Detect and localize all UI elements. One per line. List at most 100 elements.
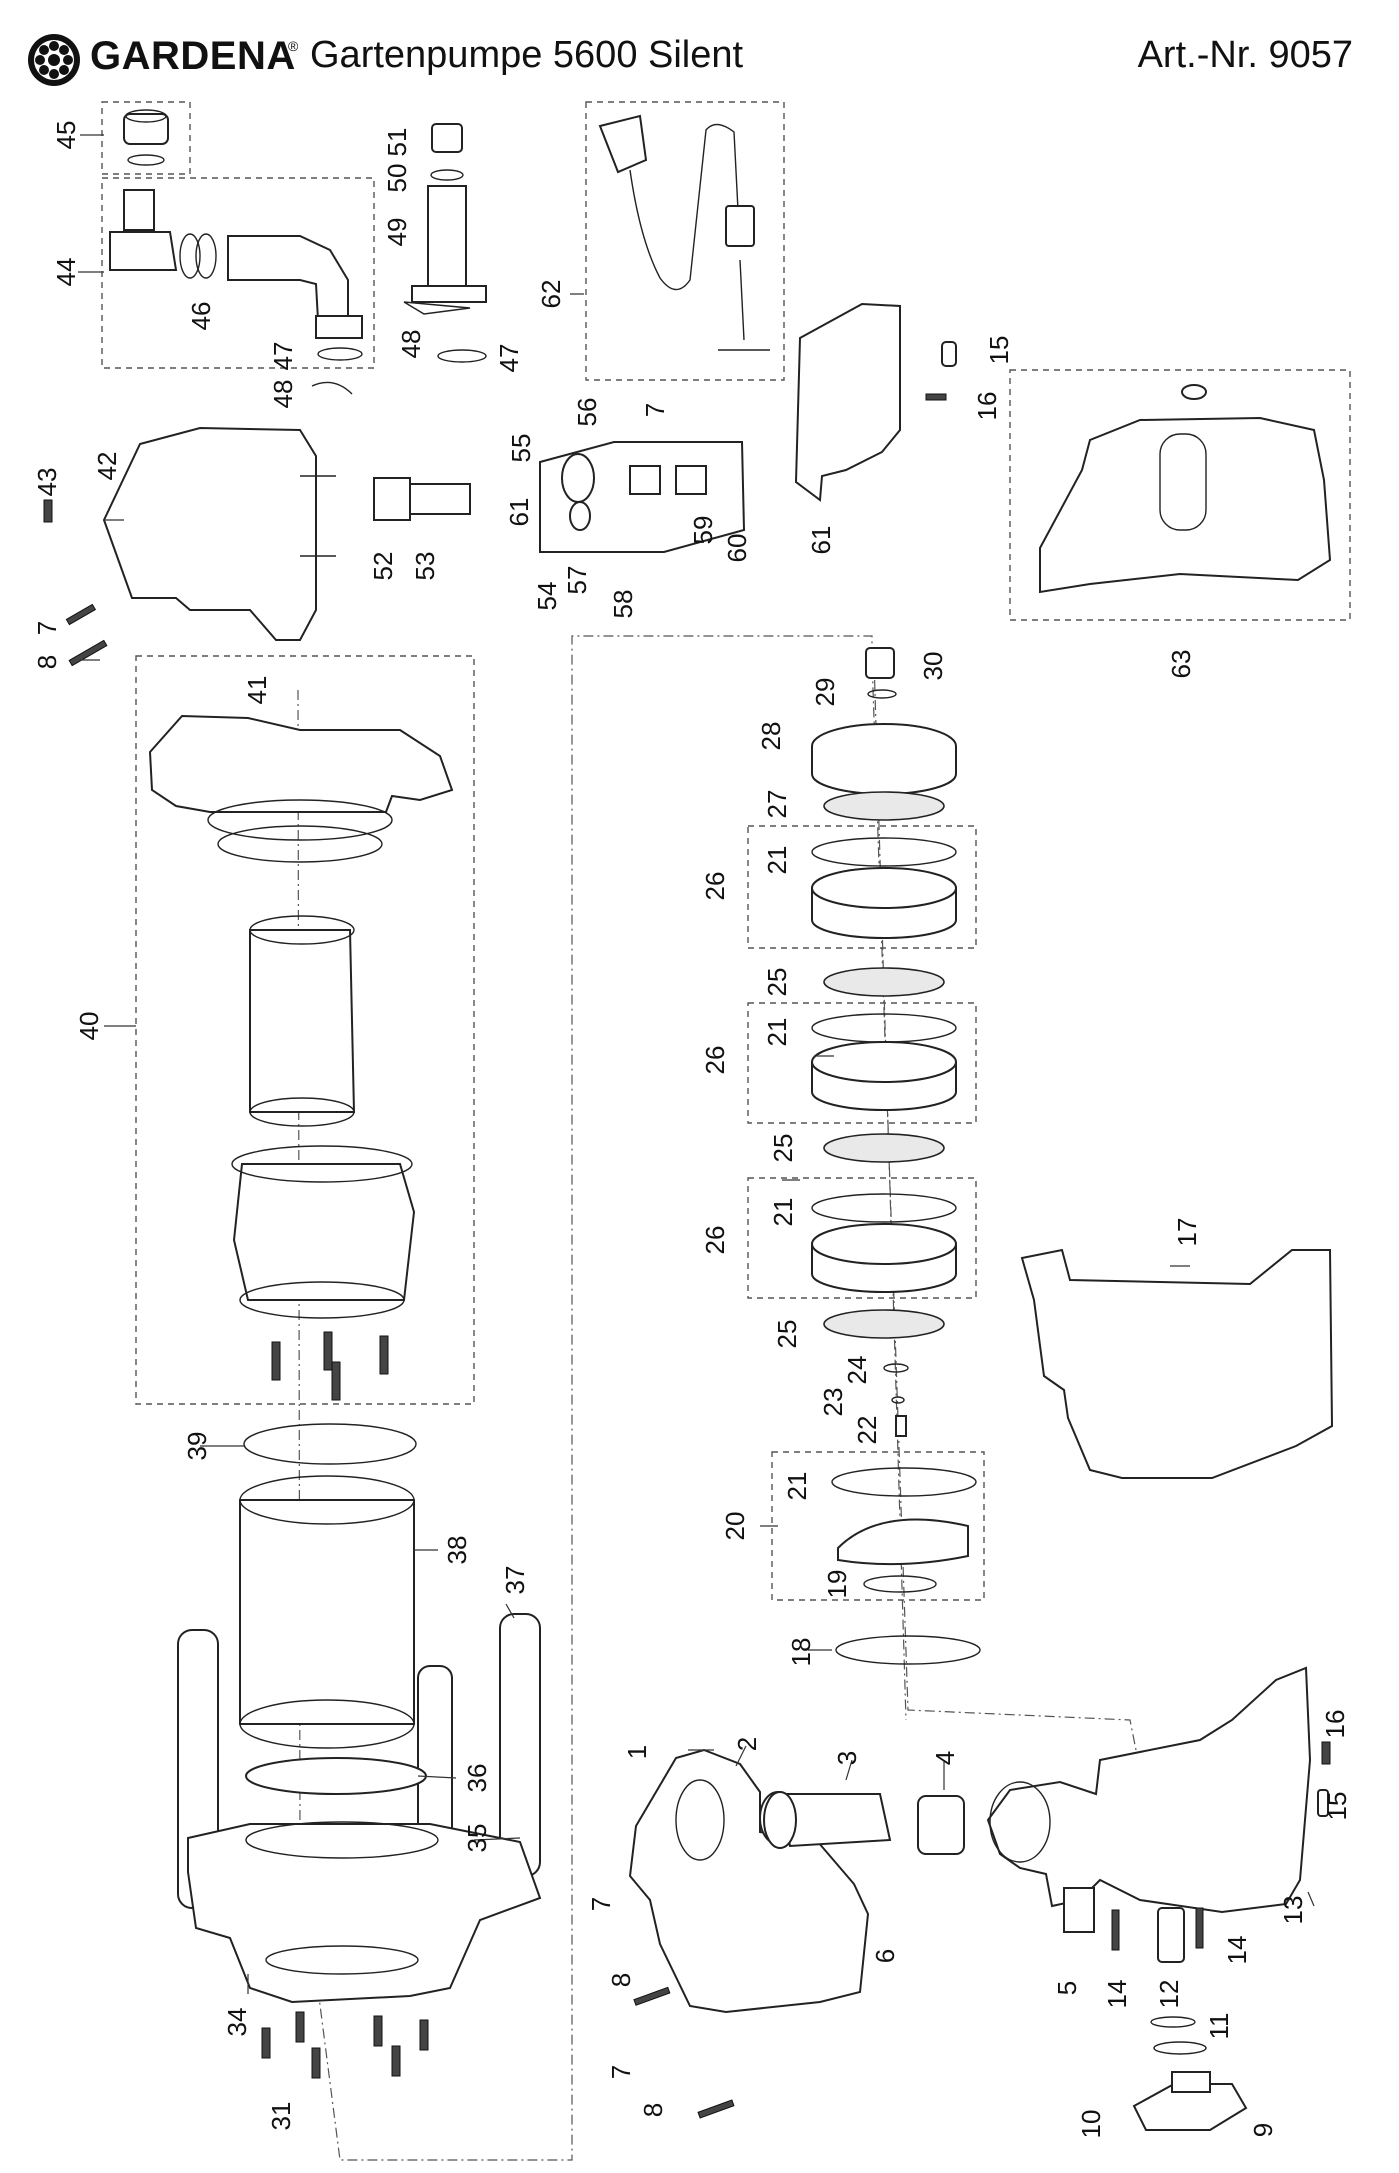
part-label-19: 19 [822,1570,852,1599]
part-label-7: 7 [586,1897,616,1911]
part-label-21: 21 [782,1472,812,1501]
part-10-foot [1132,2041,1248,2131]
part-label-47: 47 [494,344,524,373]
part-label-14: 14 [1102,1980,1132,2009]
part-62-power-cable [598,114,770,351]
part-label-28: 28 [756,722,786,751]
part-label-2: 2 [732,1737,762,1751]
part-label-50: 50 [382,164,412,193]
part-label-16: 16 [1320,1710,1350,1739]
part-label-21: 21 [768,1198,798,1227]
part-13-base-housing [986,1666,1312,1933]
part-label-23: 23 [818,1388,848,1417]
part-4-sleeve [917,1795,965,1855]
part-label-51: 51 [382,128,412,157]
part-label-56: 56 [572,398,602,427]
part-label-12: 12 [1154,1980,1184,2009]
article-number: Art.-Nr. 9057 [1137,34,1353,76]
misc-small-parts [43,341,1331,2119]
part-label-54: 54 [532,582,562,611]
part-label-20: 20 [720,1512,750,1541]
part-34-base [187,1821,542,2004]
part-61-cover [794,302,901,502]
part-screws-40 [271,1331,389,1401]
part-label-14: 14 [1222,1936,1252,1965]
part-63-top-cover [1039,384,1332,594]
part-label-11: 11 [1204,2013,1234,2040]
part-label-29: 29 [810,678,840,707]
part-label-8: 8 [638,2103,668,2117]
part-label-1: 1 [622,1745,652,1759]
part-label-57: 57 [562,566,592,595]
part-label-26: 26 [700,1226,730,1255]
part-label-60: 60 [722,534,752,563]
part-label-4: 4 [930,1751,960,1765]
part-39-o-ring [243,1423,417,1465]
part-42-upper-housing [102,426,336,641]
part-label-63: 63 [1166,650,1196,679]
part-38-outer-tube [239,1475,415,1749]
part-number-labels: 45 44 46 47 51 50 49 48 47 62 48 43 42 7… [32,121,1352,2139]
part-label-48: 48 [396,330,426,359]
part-label-6: 6 [870,1949,900,1963]
part-label-7: 7 [606,2065,636,2079]
part-label-16: 16 [972,392,1002,421]
part-label-25: 25 [762,968,792,997]
part-label-30: 30 [918,652,948,681]
part-label-35: 35 [462,1824,492,1853]
pump-stage-stack [811,647,981,1665]
part-label-7: 7 [640,403,670,417]
part-label-59: 59 [688,516,718,545]
part-label-38: 38 [442,1536,472,1565]
part-label-55: 55 [506,434,536,463]
part-label-49: 49 [382,218,412,247]
part-label-39: 39 [182,1432,212,1461]
part-label-62: 62 [536,280,566,309]
part-label-25: 25 [768,1134,798,1163]
part-label-41: 41 [242,676,272,705]
part-label-27: 27 [762,790,792,819]
part-label-21: 21 [762,846,792,875]
part-label-52: 52 [368,552,398,581]
part-label-22: 22 [852,1416,882,1445]
part-label-53: 53 [410,552,440,581]
part-label-25: 25 [772,1320,802,1349]
part-label-45: 45 [51,121,81,150]
part-label-8: 8 [32,655,62,669]
part-40-motor-assembly [148,714,454,1319]
part-label-3: 3 [832,1751,862,1765]
part-17-housing-shell [1020,1248,1334,1479]
part-45-nut [123,109,169,166]
part-label-42: 42 [92,452,122,481]
part-label-44: 44 [51,258,81,287]
part-label-24: 24 [842,1356,872,1385]
part-label-61: 61 [806,526,836,555]
part-label-8: 8 [606,1973,636,1987]
part-label-21: 21 [762,1018,792,1047]
part-3-filter [763,1791,892,1849]
part-label-15: 15 [1322,1792,1352,1821]
part-label-13: 13 [1278,1896,1308,1925]
part-label-37: 37 [500,1566,530,1595]
part-label-61: 61 [504,498,534,527]
part-label-36: 36 [462,1764,492,1793]
part-label-7: 7 [32,621,62,635]
registered-mark: ® [288,38,299,54]
part-label-18: 18 [786,1638,816,1667]
part-label-34: 34 [222,2008,252,2037]
part-label-46: 46 [186,302,216,331]
part-label-26: 26 [700,872,730,901]
part-label-5: 5 [1052,1981,1082,1995]
part-label-47: 47 [268,342,298,371]
part-label-15: 15 [984,336,1014,365]
part-label-48: 48 [268,380,298,409]
part-label-9: 9 [1248,2123,1278,2137]
part-label-10: 10 [1076,2110,1106,2139]
part-label-58: 58 [608,590,638,619]
group-boxes [101,101,1351,1601]
part-label-31: 31 [266,2102,296,2131]
part-screws-31 [261,2011,429,2079]
part-44-elbow [109,189,363,361]
gardena-flower-logo-icon [28,34,80,86]
